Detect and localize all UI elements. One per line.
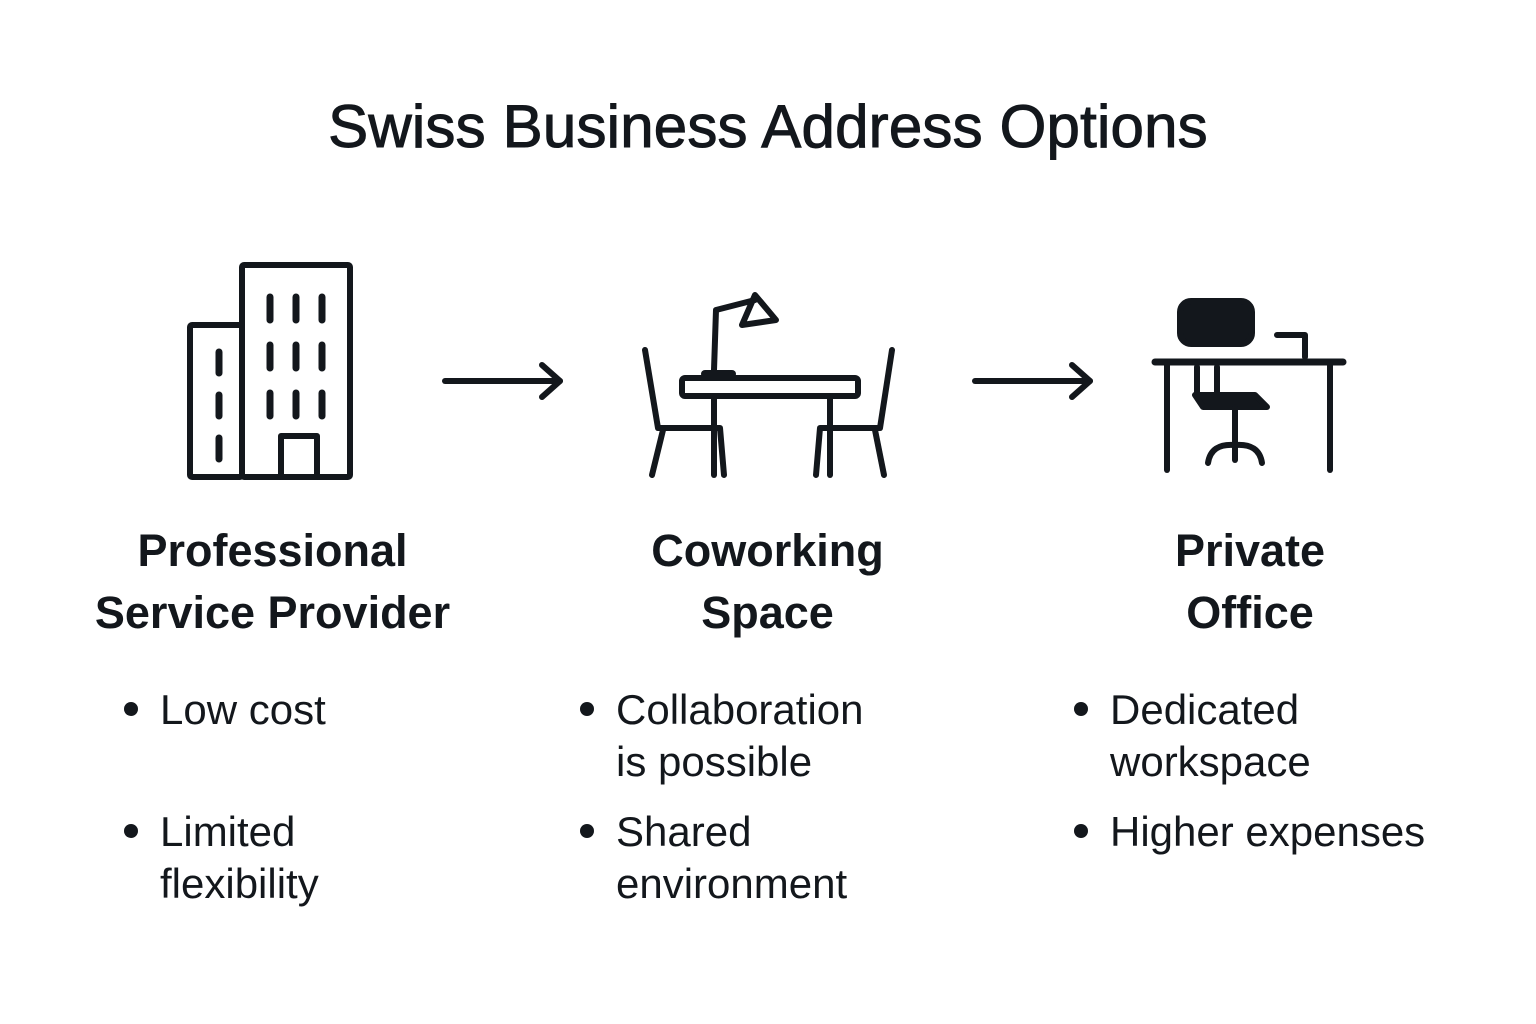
bullet-text: environment	[616, 860, 848, 907]
bullet-text: Limited	[160, 808, 296, 855]
coworking-desk-icon	[630, 280, 910, 490]
bullet-item: Limited flexibility	[124, 806, 326, 910]
bullet-text: workspace	[1110, 738, 1311, 785]
bullet-text: Low cost	[160, 686, 326, 733]
bullet-text: Collaboration	[616, 686, 864, 733]
bullet-dot-icon	[124, 702, 138, 716]
bullet-text: is possible	[616, 738, 813, 785]
bullet-item: Low cost	[124, 684, 326, 736]
bullet-text: Shared	[616, 808, 752, 855]
bullet-dot-icon	[1074, 824, 1088, 838]
arrow-right-icon	[440, 360, 570, 409]
option-title-coworking-space: Coworking Space	[560, 520, 975, 644]
bullet-dot-icon	[580, 702, 594, 716]
bullet-item: Higher expenses	[1074, 806, 1425, 858]
option-title-private-office: Private Office	[1040, 520, 1460, 644]
option-title-line: Space	[701, 587, 834, 638]
bullet-item: Collaboration is possible	[580, 684, 864, 788]
option-bullets-coworking-space: Collaboration is possible Shared environ…	[580, 684, 864, 910]
option-title-line: Office	[1186, 587, 1314, 638]
option-title-line: Professional	[137, 525, 408, 576]
bullet-dot-icon	[580, 824, 594, 838]
bullet-text: Dedicated	[1110, 686, 1300, 733]
bullet-dot-icon	[1074, 702, 1088, 716]
office-building-icon	[180, 255, 365, 490]
option-bullets-private-office: Dedicated workspace Higher expenses	[1074, 684, 1425, 858]
bullet-item: Shared environment	[580, 806, 864, 910]
bullet-text: flexibility	[160, 860, 319, 907]
page-title: Swiss Business Address Options	[328, 93, 1209, 161]
private-office-desk-icon	[1145, 295, 1355, 480]
bullet-item: Dedicated workspace	[1074, 684, 1425, 788]
option-title-professional-service-provider: Professional Service Provider	[60, 520, 485, 644]
arrow-right-icon	[970, 360, 1100, 409]
option-bullets-professional-service-provider: Low cost Limited flexibility	[124, 684, 326, 910]
option-title-line: Coworking	[651, 525, 884, 576]
bullet-text: Higher expenses	[1110, 808, 1426, 855]
option-title-line: Private	[1174, 525, 1326, 576]
bullet-dot-icon	[124, 824, 138, 838]
option-title-line: Service Provider	[94, 587, 451, 638]
